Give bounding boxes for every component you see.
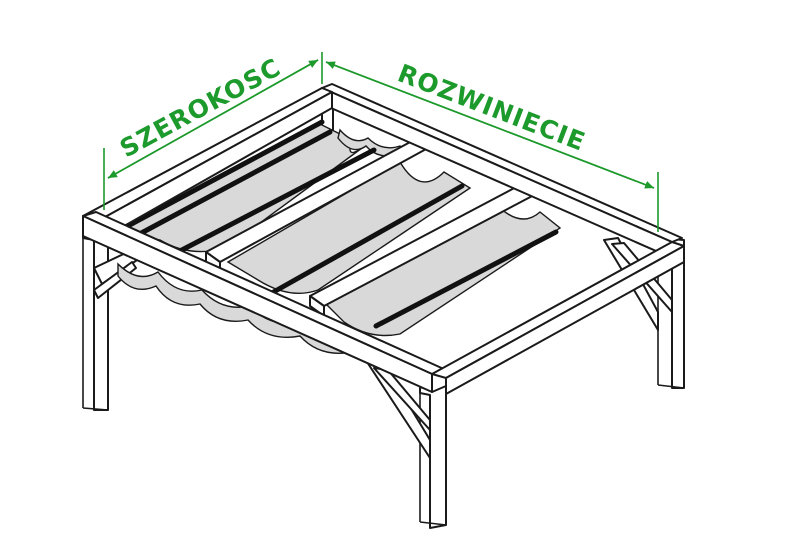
post-front-right — [419, 379, 447, 529]
beam-right — [431, 241, 685, 395]
beam-front — [82, 211, 447, 393]
beam-left — [82, 87, 333, 235]
fabric-scallops-back — [337, 128, 403, 157]
fabric-panel-2 — [226, 161, 472, 295]
roof-rails — [121, 119, 559, 329]
